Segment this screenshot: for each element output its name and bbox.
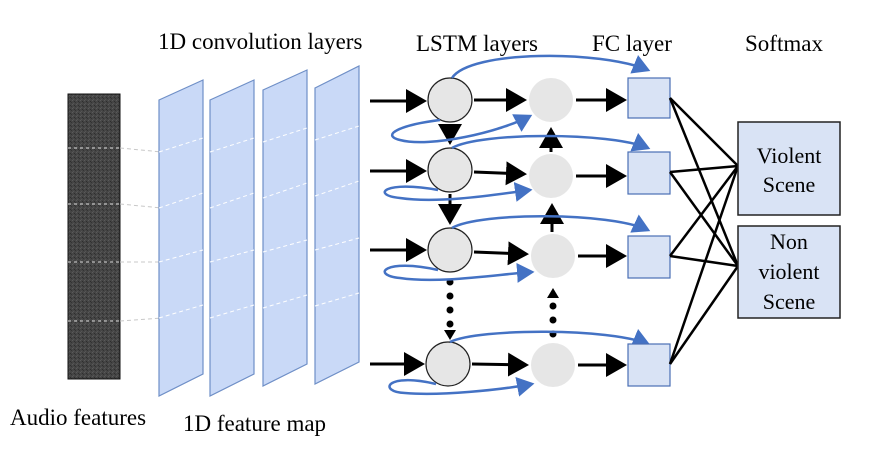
output-non-violent-line-1: Non bbox=[770, 229, 808, 254]
lstm-node bbox=[427, 77, 473, 123]
label-lstm-layers: LSTM layers bbox=[416, 31, 538, 56]
label-softmax: Softmax bbox=[745, 31, 823, 56]
lstm-node bbox=[529, 78, 573, 122]
lstm-node bbox=[427, 227, 473, 273]
fc-to-softmax-lines bbox=[668, 97, 740, 365]
label-audio-features: Audio features bbox=[10, 405, 146, 430]
recurrent-arcs-bottom bbox=[383, 114, 535, 397]
label-feature-map: 1D feature map bbox=[183, 411, 326, 436]
lstm-col2-ellipsis bbox=[547, 288, 559, 338]
output-non-violent: Non violent Scene bbox=[737, 225, 841, 319]
lstm-to-fc-arrows bbox=[576, 88, 627, 377]
lstm-col2-vertical bbox=[539, 127, 564, 232]
input-arrows bbox=[370, 89, 427, 376]
fc-node bbox=[627, 235, 671, 279]
audio-feature-block bbox=[67, 93, 121, 380]
fc-boxes bbox=[627, 77, 671, 387]
label-fc-layer: FC layer bbox=[592, 31, 672, 56]
lstm-node bbox=[425, 341, 471, 387]
lstm-node bbox=[531, 343, 575, 387]
output-violent-line-1: Violent bbox=[757, 143, 822, 168]
output-violent-line-2: Scene bbox=[763, 172, 816, 197]
lstm-col2-nodes bbox=[529, 78, 575, 387]
lstm-col1-ellipsis bbox=[444, 278, 456, 340]
conv-panel-3 bbox=[262, 69, 308, 387]
lstm-node bbox=[529, 154, 573, 198]
output-non-violent-line-3: Scene bbox=[763, 289, 816, 314]
audio-to-conv-connectors bbox=[119, 147, 163, 322]
conv-panel-1 bbox=[158, 79, 204, 397]
conv-panel-2 bbox=[209, 79, 255, 397]
lstm-forward-arrows bbox=[471, 88, 529, 377]
fc-node bbox=[627, 77, 671, 119]
conv-panels bbox=[158, 65, 360, 397]
lstm-col1-nodes bbox=[425, 77, 473, 387]
fc-node bbox=[627, 151, 671, 195]
conv-panel-4 bbox=[314, 65, 360, 385]
output-violent: Violent Scene bbox=[737, 121, 841, 216]
lstm-node bbox=[531, 234, 575, 278]
label-conv-layers: 1D convolution layers bbox=[158, 29, 362, 54]
recurrent-arcs-top bbox=[449, 54, 651, 348]
fc-node bbox=[627, 343, 671, 387]
lstm-node bbox=[427, 147, 473, 193]
output-non-violent-line-2: violent bbox=[758, 259, 819, 284]
